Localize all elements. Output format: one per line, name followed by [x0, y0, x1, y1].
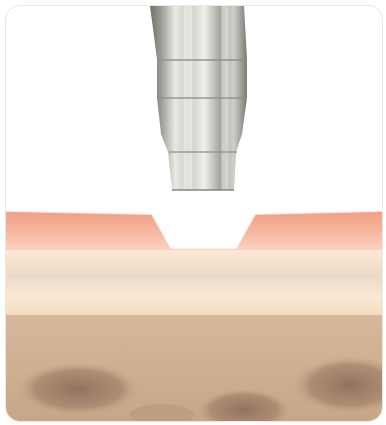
- dental-punch-diagram: [6, 6, 382, 421]
- tissue-layer: [6, 250, 382, 316]
- bone-cavity-left: [16, 362, 140, 416]
- diagram-frame: [6, 6, 382, 421]
